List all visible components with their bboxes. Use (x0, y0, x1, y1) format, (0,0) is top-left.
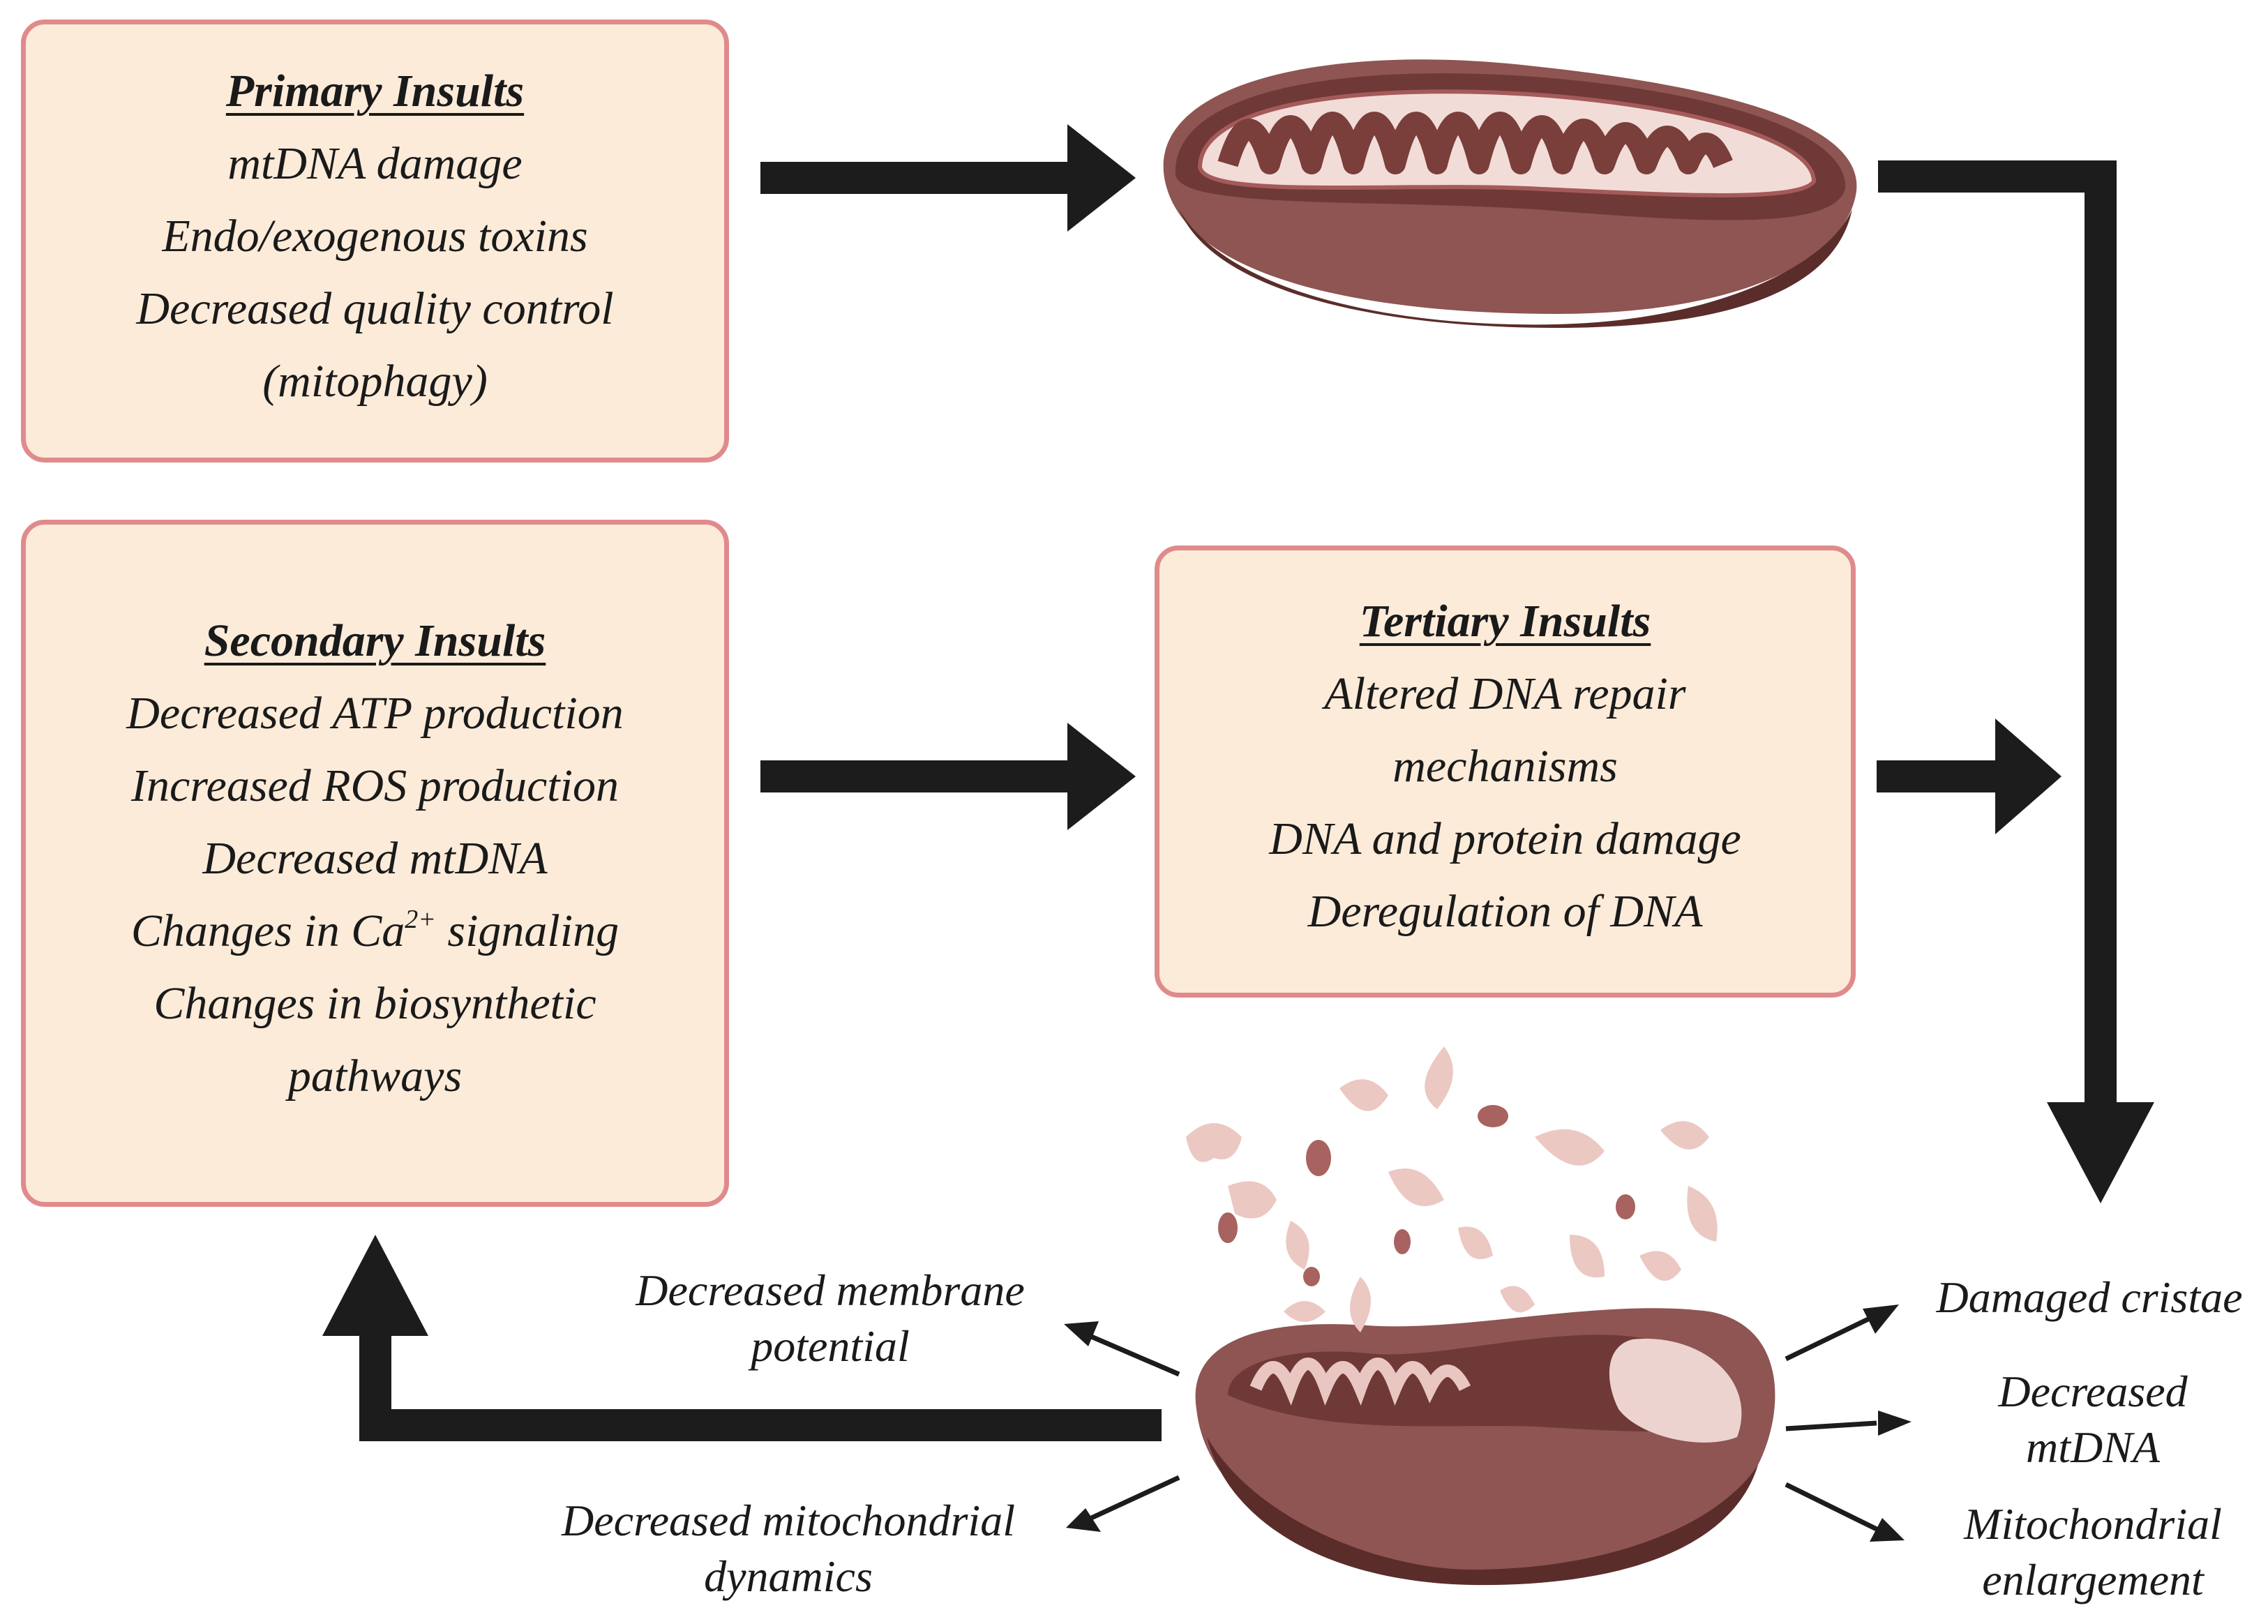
tertiary-insult-item: Altered DNA repair (1324, 668, 1686, 719)
arrows (322, 124, 2154, 1542)
secondary-insult-item: Decreased ATP production (126, 687, 624, 739)
calcium-superscript: 2+ (405, 904, 436, 934)
secondary-insult-item: Increased ROS production (131, 760, 619, 811)
secondary-insult-item: pathways (287, 1050, 463, 1102)
label-decreased-mitochondrial-dynamics: Decreased mitochondrial dynamics (562, 1496, 1015, 1601)
healthy-mitochondrion-icon (1163, 59, 1857, 328)
secondary-insults-title: Secondary Insults (204, 615, 546, 666)
tertiary-insults-title: Tertiary Insults (1359, 596, 1651, 647)
label-decreased-membrane-potential: Decreased membrane potential (636, 1265, 1025, 1371)
secondary-insult-item-calcium: Changes in Ca2+ signaling (131, 895, 619, 968)
primary-insults-title: Primary Insults (225, 65, 525, 116)
secondary-insult-item: Decreased mtDNA (202, 832, 548, 884)
calcium-prefix: Changes in Ca (130, 905, 405, 956)
label-damaged-cristae: Damaged cristae (1936, 1272, 2243, 1322)
primary-insult-item: (mitophagy) (262, 355, 488, 407)
tertiary-insults-box: Tertiary Insults Altered DNA repair mech… (1155, 546, 1856, 998)
secondary-insult-item: Changes in biosynthetic (153, 977, 596, 1029)
label-decreased-mtdna: Decreased mtDNA (1998, 1367, 2188, 1472)
label-mitochondrial-enlargement: Mitochondrial enlargement (1964, 1499, 2222, 1604)
primary-insult-item: Decreased quality control (136, 283, 614, 334)
primary-insult-item: mtDNA damage (227, 137, 523, 189)
secondary-insults-box: Secondary Insults Decreased ATP producti… (21, 520, 729, 1207)
tertiary-insult-item: DNA and protein damage (1269, 813, 1741, 864)
primary-insult-item: Endo/exogenous toxins (162, 210, 588, 262)
calcium-suffix: signaling (435, 905, 619, 956)
tertiary-insult-item: Deregulation of DNA (1307, 886, 1703, 937)
damaged-mitochondrion-icon (1186, 1046, 1775, 1586)
primary-insults-box: Primary Insults mtDNA damage Endo/exogen… (21, 20, 729, 463)
tertiary-insult-item: mechanisms (1392, 741, 1618, 792)
